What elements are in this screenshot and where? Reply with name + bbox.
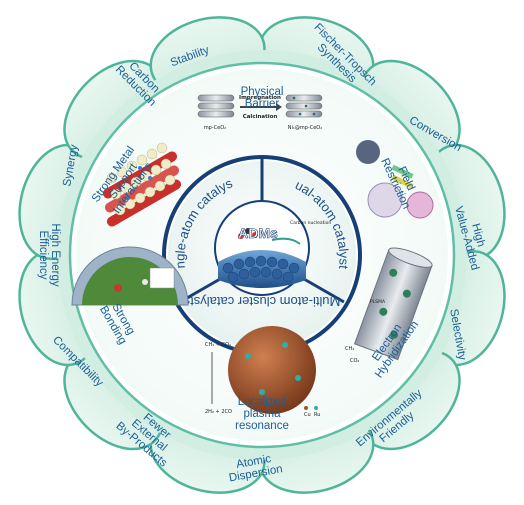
strong-bonding-illustration	[71, 246, 189, 306]
annotation-number: 1	[297, 244, 300, 250]
outer-label-high-energy-efficiency: High EnergyEfficiency	[37, 223, 61, 287]
impregnation-label: Impregnation	[239, 95, 281, 101]
ch4-label: CH₄	[345, 346, 354, 352]
field-restriction-illustration	[356, 140, 434, 219]
adm-illustration	[214, 200, 310, 296]
impregnation-panel: Impregnation Calcination mp-CeO₂ Ni₁@mp-…	[197, 94, 323, 131]
mp-ceo2-label: mp-CeO₂	[204, 125, 226, 131]
metal-support-illustration	[102, 142, 182, 227]
ni-mp-ceo2-label: Ni₁@mp-CeO₂	[288, 125, 323, 131]
calcination-label: Calcination	[243, 114, 278, 120]
ru-label: Ru	[314, 412, 320, 418]
ch4-co2-label: CH₄ + CO₂	[205, 342, 231, 348]
cu-label: Cu	[304, 412, 311, 418]
co2-label: CO₂	[350, 358, 359, 364]
segment-multi-atom: Multi-atom cluster catalysts	[183, 294, 340, 309]
h2-co-label: 2H₂ + 2CO	[205, 409, 232, 415]
plasma-cylinder-illustration: PLSMA CH₄ CO₂	[345, 247, 433, 364]
plasma-label: PLSMA	[370, 299, 386, 305]
segment-multi-atom-text: Multi-atom cluster catalysts	[183, 294, 340, 309]
center-title: ADMs	[238, 225, 278, 241]
nanoparticle-illustration: CH₄ + CO₂ 2H₂ + 2CO Cu Ru	[205, 326, 320, 418]
carbon-nucleation-label: Carbon nucleation	[290, 220, 331, 226]
